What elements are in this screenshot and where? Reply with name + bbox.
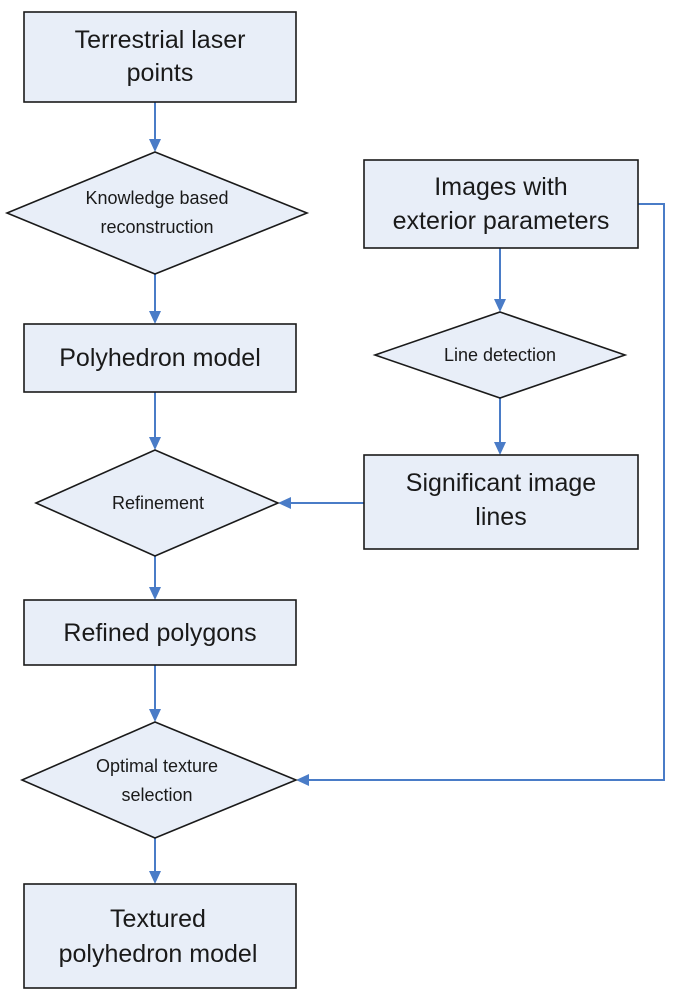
node-significant-label-2: lines bbox=[475, 503, 526, 531]
node-knowledge-based-reconstruction: Knowledge based reconstruction bbox=[4, 151, 310, 275]
node-refinement: Refinement bbox=[34, 449, 281, 557]
node-optimal-diamond bbox=[19, 721, 299, 839]
node-images-with-exterior-parameters: Images with exterior parameters bbox=[363, 159, 639, 249]
node-images-label-1: Images with bbox=[434, 173, 567, 201]
arrowhead-optimal-side-icon bbox=[296, 774, 309, 786]
node-refinement-label: Refinement bbox=[112, 493, 204, 513]
node-polyhedron-model: Polyhedron model bbox=[23, 323, 297, 393]
node-textured-box bbox=[23, 883, 297, 989]
node-textured-label-1: Textured bbox=[110, 905, 206, 933]
node-line-detection-label: Line detection bbox=[444, 345, 556, 365]
node-optimal-texture-selection: Optimal texture selection bbox=[19, 721, 299, 839]
node-polyhedron-label: Polyhedron model bbox=[59, 344, 261, 372]
node-textured-polyhedron-model: Textured polyhedron model bbox=[23, 883, 297, 989]
node-terrestrial-label-2: points bbox=[127, 59, 194, 87]
arrowhead-significant-icon bbox=[494, 442, 506, 455]
node-textured-label-2: polyhedron model bbox=[59, 940, 258, 968]
node-knowledge-label-2: reconstruction bbox=[100, 217, 213, 237]
node-refined-polygons-label: Refined polygons bbox=[63, 619, 256, 647]
node-optimal-label-2: selection bbox=[121, 785, 192, 805]
arrowhead-textured-icon bbox=[149, 871, 161, 884]
node-knowledge-label-1: Knowledge based bbox=[85, 188, 228, 208]
arrowhead-line-detection-icon bbox=[494, 299, 506, 312]
node-refinement-diamond bbox=[34, 449, 281, 557]
arrowhead-optimal-icon bbox=[149, 709, 161, 722]
node-line-detection: Line detection bbox=[372, 311, 628, 399]
node-refined-polygons-box bbox=[23, 599, 297, 666]
arrowhead-knowledge-icon bbox=[149, 139, 161, 152]
node-images-box bbox=[363, 159, 639, 249]
arrowhead-polyhedron-icon bbox=[149, 311, 161, 324]
arrowhead-refinement-side-icon bbox=[278, 497, 291, 509]
node-terrestrial-laser-points: Terrestrial laser points bbox=[23, 11, 297, 103]
node-polyhedron-box bbox=[23, 323, 297, 393]
connectors bbox=[149, 102, 665, 884]
edge-images-to-optimal bbox=[308, 203, 665, 781]
arrowhead-refined-polygons-icon bbox=[149, 587, 161, 600]
node-line-detection-diamond bbox=[372, 311, 628, 399]
node-terrestrial-box bbox=[23, 11, 297, 103]
node-significant-label-1: Significant image bbox=[406, 469, 596, 497]
node-significant-box bbox=[363, 454, 639, 550]
arrowhead-refinement-icon bbox=[149, 437, 161, 450]
node-significant-image-lines: Significant image lines bbox=[363, 454, 639, 550]
node-terrestrial-label-1: Terrestrial laser bbox=[75, 26, 246, 54]
node-images-label-2: exterior parameters bbox=[393, 207, 610, 235]
node-knowledge-diamond bbox=[4, 151, 310, 275]
node-optimal-label-1: Optimal texture bbox=[96, 756, 218, 776]
node-refined-polygons: Refined polygons bbox=[23, 599, 297, 666]
